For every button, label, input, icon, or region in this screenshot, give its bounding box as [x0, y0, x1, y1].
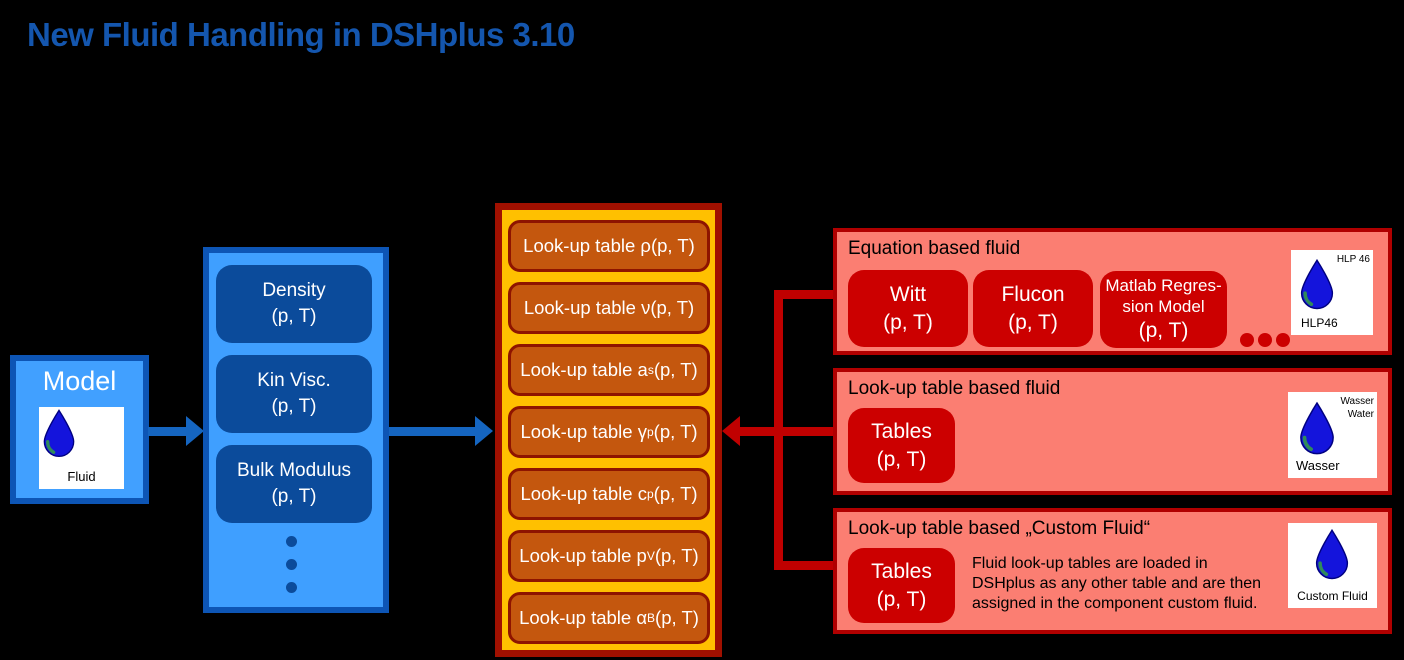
model-name: Matlab Regres- sion Model — [1105, 275, 1222, 316]
model-name: Flucon — [1001, 283, 1065, 307]
lookup-label: Look-up table a — [520, 359, 648, 380]
fluid-component-icon: Fluid — [39, 407, 124, 489]
icon-bottom-label: Wasser — [1296, 458, 1340, 473]
model-args: (p, T) — [1008, 310, 1058, 334]
ellipsis-dot — [1240, 333, 1254, 347]
panel-title: Equation based fluid — [848, 238, 1021, 259]
parameter-name: Density — [262, 280, 326, 302]
lookup-label: Look-up table p — [519, 545, 647, 566]
panel-title: Look-up table based „Custom Fluid“ — [848, 518, 1151, 539]
lookup-label: Look-up table ρ — [523, 235, 651, 256]
equation-based-fluid-panel: Equation based fluid Witt (p, T) Flucon … — [833, 228, 1392, 355]
page-title: New Fluid Handling in DSHplus 3.10 — [27, 16, 575, 53]
lookup-args: (p, T) — [650, 297, 695, 318]
lookup-label: Look-up table α — [519, 607, 648, 628]
parameter-box-kin-visc: Kin Visc. (p, T) — [216, 355, 372, 433]
icon-bottom-label: Custom Fluid — [1297, 589, 1368, 603]
custom-fluid-icon: Custom Fluid — [1288, 523, 1377, 608]
icon-top-label: HLP 46 — [1336, 254, 1370, 265]
custom-fluid-panel: Look-up table based „Custom Fluid“ Table… — [833, 508, 1392, 634]
connector-stub-custom — [774, 561, 833, 570]
fluid-icon-caption: Fluid — [67, 469, 96, 484]
arrow-parameters-to-lookup-body — [389, 427, 477, 436]
lookup-table-nu: Look-up table ν (p, T) — [508, 282, 710, 334]
icon-bottom-label: HLP46 — [1301, 316, 1338, 330]
custom-fluid-description: Fluid look-up tables are loaded in DSHpl… — [972, 555, 1262, 612]
parameter-box-bulk-modulus: Bulk Modulus (p, T) — [216, 445, 372, 523]
lookup-label: Look-up table c — [520, 483, 647, 504]
model-box: Model Fluid — [10, 355, 149, 504]
arrow-model-to-parameters-body — [148, 427, 188, 436]
model-args: (p, T) — [1138, 319, 1189, 343]
model-args: (p, T) — [883, 310, 933, 334]
water-drop-icon — [43, 409, 75, 457]
arrow-model-to-parameters-head — [186, 416, 204, 446]
lookup-label: Look-up table γ — [520, 421, 647, 442]
model-name: Tables — [871, 420, 932, 444]
model-name: Witt — [889, 283, 927, 307]
lookup-args: (p, T) — [653, 359, 698, 380]
lookup-args: (p, T) — [654, 545, 699, 566]
connector-stub-equation — [774, 290, 833, 299]
arrow-fluids-to-lookup-body — [738, 427, 833, 436]
parameter-args: (p, T) — [271, 486, 317, 507]
ellipsis-dot — [1276, 333, 1290, 347]
lookup-args: (p, T) — [650, 235, 695, 256]
model-label: Model — [42, 366, 117, 396]
hlp46-fluid-icon: HLP 46 HLP46 — [1291, 250, 1373, 335]
ellipsis-dot — [1258, 333, 1272, 347]
water-drop-icon — [1315, 528, 1349, 580]
arrow-fluids-to-lookup-head — [722, 416, 740, 446]
lookup-args: (p, T) — [655, 607, 699, 628]
parameter-args: (p, T) — [271, 306, 317, 327]
ellipsis-dot — [286, 536, 297, 547]
lookup-label: Look-up table ν — [523, 297, 651, 318]
parameter-args: (p, T) — [271, 396, 317, 417]
parameter-name: Bulk Modulus — [236, 460, 352, 482]
lookup-table-rho: Look-up table ρ (p, T) — [508, 220, 710, 272]
wasser-fluid-icon: Wasser Water Wasser — [1288, 392, 1377, 478]
water-drop-icon — [1300, 258, 1334, 310]
icon-top-label: Wasser Water — [1340, 396, 1374, 420]
ellipsis-dot — [286, 582, 297, 593]
model-name: Tables — [871, 560, 932, 584]
witt-model-box: Witt (p, T) — [848, 270, 968, 347]
model-args: (p, T) — [876, 587, 927, 611]
tables-box: Tables (p, T) — [848, 408, 955, 483]
water-drop-icon — [1300, 401, 1334, 455]
matlab-regression-model-box: Matlab Regres- sion Model (p, T) — [1100, 271, 1227, 348]
ellipsis-dot — [286, 559, 297, 570]
lookup-table-based-fluid-panel: Look-up table based fluid Tables (p, T) … — [833, 368, 1392, 495]
panel-title: Look-up table based fluid — [848, 378, 1061, 399]
lookup-tables-panel: Look-up table ρ (p, T) Look-up table ν (… — [495, 203, 722, 657]
flucon-model-box: Flucon (p, T) — [973, 270, 1093, 347]
parameter-box-density: Density (p, T) — [216, 265, 372, 343]
fluid-parameters-panel: Density (p, T) Kin Visc. (p, T) Bulk Mod… — [203, 247, 389, 613]
lookup-args: (p, T) — [653, 483, 698, 504]
parameter-name: Kin Visc. — [257, 370, 331, 392]
arrow-parameters-to-lookup-head — [475, 416, 493, 446]
model-args: (p, T) — [876, 447, 927, 471]
lookup-args: (p, T) — [653, 421, 698, 442]
tables-box: Tables (p, T) — [848, 548, 955, 623]
